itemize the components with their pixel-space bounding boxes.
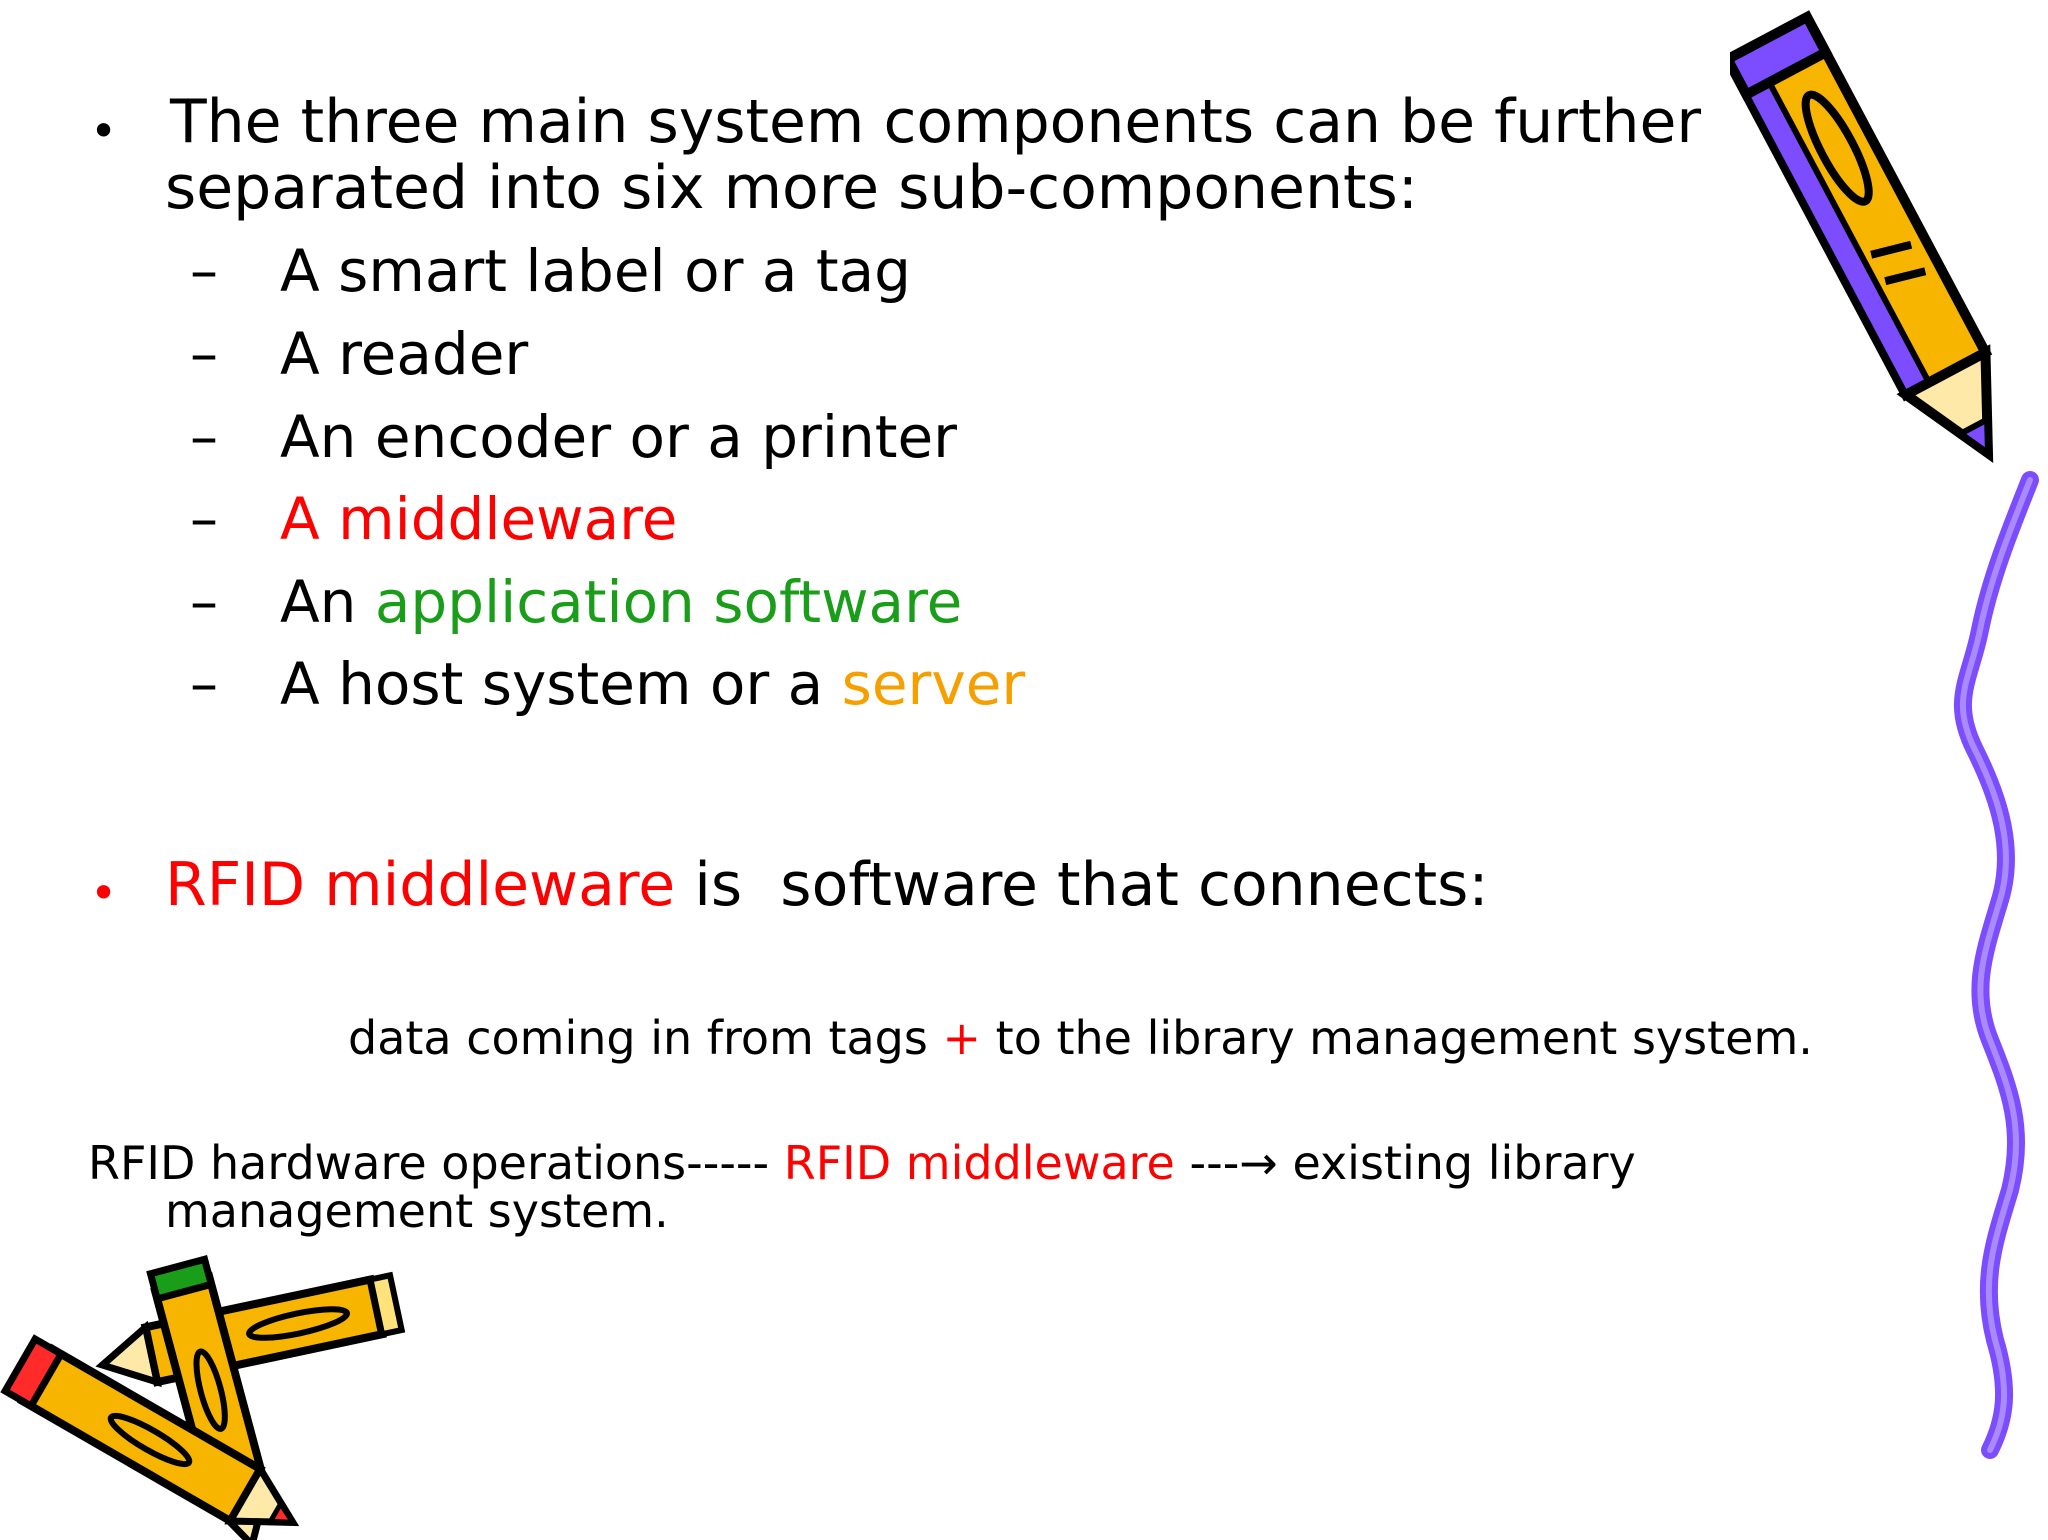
flow-line2: management system. bbox=[165, 1184, 669, 1238]
pencil-decoration-top-right bbox=[1730, 10, 1994, 463]
subitem-1: A smart label or a tag bbox=[280, 242, 911, 300]
subitem-6: A host system or a server bbox=[280, 655, 1025, 713]
flow-part2: ---→ existing library bbox=[1174, 1136, 1636, 1190]
subitem-dash: – bbox=[190, 239, 218, 304]
subitem-4: A middleware bbox=[280, 490, 677, 548]
bullet2-text: RFID middleware is software that connect… bbox=[165, 855, 1489, 915]
flow-highlight: RFID middleware bbox=[783, 1136, 1175, 1190]
subitem-dash: – bbox=[190, 570, 218, 635]
bullet2-rest: is software that connects: bbox=[675, 850, 1489, 920]
subitem-dash: – bbox=[190, 322, 218, 387]
plus-sign: + bbox=[942, 1011, 982, 1065]
subitem-text: A middleware bbox=[280, 485, 678, 553]
bullet2-marker: • bbox=[90, 866, 118, 920]
subitem-dash: – bbox=[190, 652, 218, 717]
connects-part1: data coming in from tags bbox=[348, 1011, 943, 1065]
subitem-text: application software bbox=[374, 568, 963, 636]
subitem-text: A smart label or a tag bbox=[280, 237, 911, 305]
bullet1-line2: separated into six more sub-components: bbox=[165, 153, 1418, 223]
flow-line: RFID hardware operations----- RFID middl… bbox=[88, 1140, 1636, 1186]
subitem-dash: – bbox=[190, 405, 218, 470]
subitem-text: server bbox=[841, 650, 1026, 718]
subitem-3: An encoder or a printer bbox=[280, 408, 957, 466]
subitem-text: An bbox=[280, 568, 375, 636]
crossed-pencils-decoration bbox=[0, 1255, 406, 1540]
subitem-text: A host system or a bbox=[280, 650, 842, 718]
subitem-text: A reader bbox=[280, 320, 529, 388]
purple-squiggle-decoration bbox=[1953, 471, 2039, 1459]
connects-part2: to the library management system. bbox=[981, 1011, 1813, 1065]
subitem-5: An application software bbox=[280, 573, 962, 631]
subitem-dash: – bbox=[190, 487, 218, 552]
rfid-middleware-highlight: RFID middleware bbox=[165, 850, 676, 920]
bullet-marker: • bbox=[90, 104, 118, 158]
flow-part1: RFID hardware operations----- bbox=[88, 1136, 784, 1190]
subitem-2: A reader bbox=[280, 325, 528, 383]
connects-line: data coming in from tags + to the librar… bbox=[348, 1015, 1813, 1061]
subitem-text: An encoder or a printer bbox=[280, 403, 958, 471]
bullet1-line1: The three main system components can be … bbox=[170, 87, 1702, 157]
